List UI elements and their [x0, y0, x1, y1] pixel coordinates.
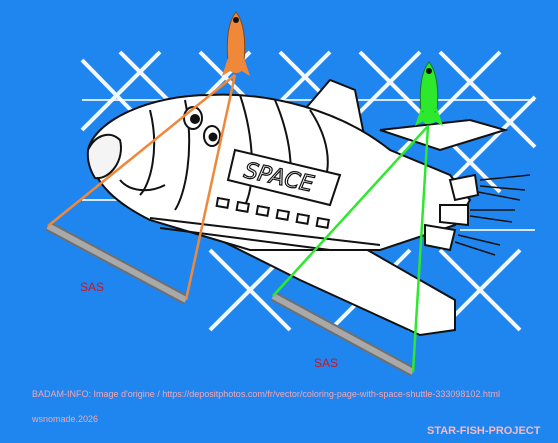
- rocket-green-icon: [415, 61, 443, 126]
- rocket-green-strings: [272, 125, 430, 373]
- sas-bar-right: [270, 291, 416, 377]
- author-year-text: wsnomade.2026: [32, 414, 99, 424]
- rocket-orange-icon: [222, 11, 250, 76]
- brand-text: STAR-FISH-PROJECT: [427, 425, 541, 437]
- rocket-orange-strings: [47, 74, 237, 301]
- sas-label-right: SAS: [314, 356, 339, 370]
- sas-bar-left: [45, 221, 189, 305]
- space-shuttle: [86, 78, 531, 337]
- sas-label-left: SAS: [80, 280, 105, 294]
- image-credit-text: BADAM-INFO: Image d'origine / https://de…: [32, 389, 500, 399]
